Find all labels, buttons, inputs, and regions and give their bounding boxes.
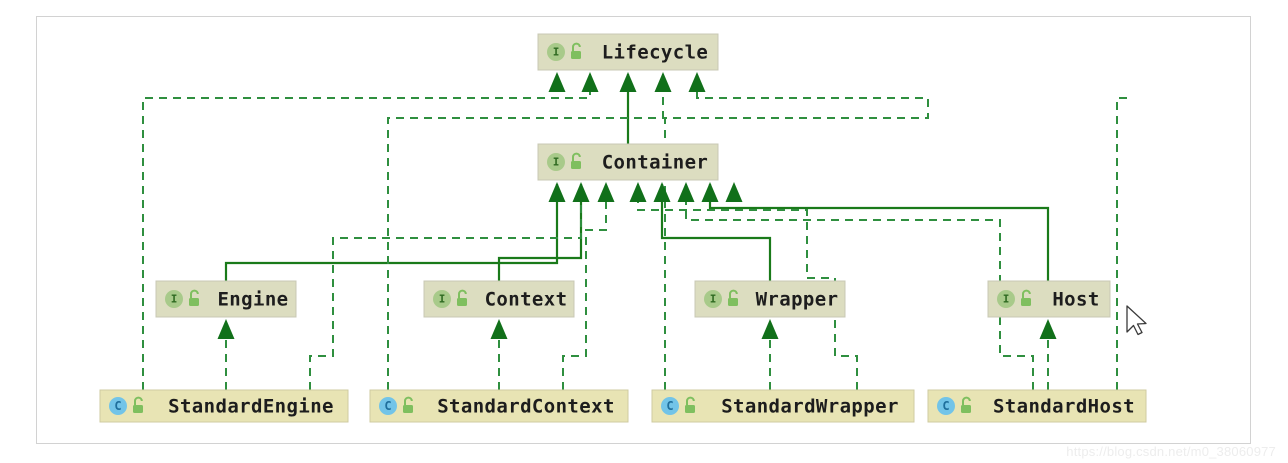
generalization-arrowhead bbox=[217, 319, 235, 339]
unlocked-padlock-icon bbox=[961, 396, 971, 413]
node-standardcontext[interactable]: C StandardContext bbox=[369, 389, 629, 423]
class-badge-icon bbox=[937, 397, 955, 415]
node-context[interactable]: I Context bbox=[423, 280, 575, 318]
unlocked-padlock-icon bbox=[133, 396, 143, 413]
generalization-arrowhead bbox=[654, 72, 672, 92]
edge-standardengine-to-lifecycle bbox=[142, 74, 591, 390]
node-engine[interactable]: I Engine bbox=[155, 280, 297, 318]
unlocked-padlock-icon bbox=[403, 396, 413, 413]
node-wrapper[interactable]: I Wrapper bbox=[694, 280, 846, 318]
node-box bbox=[537, 143, 719, 181]
edge-standardwrapper-to-lifecycle bbox=[664, 74, 929, 390]
interface-badge-icon bbox=[704, 290, 722, 308]
badge-letter: I bbox=[553, 46, 560, 59]
node-label: Wrapper bbox=[756, 289, 839, 311]
edge-standardcontext-to-lifecycle bbox=[387, 74, 664, 390]
node-label: Context bbox=[485, 289, 568, 311]
edge-wrapper-to-container bbox=[660, 184, 772, 281]
interface-badge-icon bbox=[433, 290, 451, 308]
unlocked-padlock-icon bbox=[728, 289, 738, 306]
unlocked-padlock-icon bbox=[571, 42, 581, 59]
generalization-arrowhead bbox=[490, 319, 508, 339]
edge-context-to-container bbox=[497, 184, 583, 281]
badge-letter: I bbox=[553, 156, 560, 169]
badge-letter: C bbox=[114, 399, 121, 413]
watermark-text: https://blog.csdn.net/m0_38060977 bbox=[1066, 444, 1276, 459]
edge-engine-to-container bbox=[224, 184, 559, 281]
interface-badge-icon bbox=[997, 290, 1015, 308]
node-label: Engine bbox=[217, 289, 288, 311]
generalization-arrowhead bbox=[725, 182, 743, 202]
node-label: StandardContext bbox=[437, 396, 615, 418]
generalization-arrowhead bbox=[548, 182, 566, 202]
node-label: Container bbox=[602, 152, 709, 174]
badge-letter: I bbox=[1003, 293, 1010, 306]
generalization-arrowhead bbox=[761, 319, 779, 339]
interface-arrowheads bbox=[217, 319, 1057, 339]
node-label: StandardEngine bbox=[168, 396, 334, 418]
generalization-arrowhead bbox=[1039, 319, 1057, 339]
node-label: Host bbox=[1052, 289, 1099, 311]
edge-host-to-container bbox=[708, 184, 1050, 281]
unlocked-padlock-icon bbox=[685, 396, 695, 413]
node-label: StandardWrapper bbox=[721, 396, 899, 418]
interface-badge-icon bbox=[165, 290, 183, 308]
class-badge-icon bbox=[661, 397, 679, 415]
edge-standardhost-to-lifecycle bbox=[1116, 97, 1127, 390]
unlocked-padlock-icon bbox=[189, 289, 199, 306]
node-box bbox=[369, 389, 629, 423]
badge-letter: I bbox=[439, 293, 446, 306]
generalization-arrowhead bbox=[688, 72, 706, 92]
node-box bbox=[651, 389, 915, 423]
edge-standardengine-to-container bbox=[309, 184, 582, 390]
badge-letter: I bbox=[171, 293, 178, 306]
badge-letter: C bbox=[666, 399, 673, 413]
edge-standardcontext-to-container bbox=[562, 184, 607, 390]
edge-standardwrapper-to-container bbox=[637, 184, 858, 390]
node-container[interactable]: I Container bbox=[537, 143, 719, 181]
class-badge-icon bbox=[109, 397, 127, 415]
node-label: Lifecycle bbox=[602, 42, 709, 64]
node-label: StandardHost bbox=[993, 396, 1135, 418]
node-box bbox=[537, 33, 719, 71]
generalization-arrowhead bbox=[581, 72, 599, 92]
edge-standardhost-to-container bbox=[685, 184, 1034, 390]
unlocked-padlock-icon bbox=[457, 289, 467, 306]
relationship-edges bbox=[142, 74, 1127, 390]
generalization-arrowhead bbox=[619, 72, 637, 92]
generalization-arrowhead bbox=[548, 72, 566, 92]
container-arrowheads bbox=[548, 182, 743, 202]
badge-letter: C bbox=[384, 399, 391, 413]
node-standardengine[interactable]: C StandardEngine bbox=[99, 389, 349, 423]
lifecycle-arrowheads bbox=[548, 72, 706, 92]
generalization-arrowhead bbox=[677, 182, 695, 202]
node-lifecycle[interactable]: I Lifecycle bbox=[537, 33, 719, 71]
node-standardwrapper[interactable]: C StandardWrapper bbox=[651, 389, 915, 423]
node-standardhost[interactable]: C StandardHost bbox=[927, 389, 1147, 423]
generalization-arrowhead bbox=[572, 182, 590, 202]
badge-letter: C bbox=[942, 399, 949, 413]
class-badge-icon bbox=[379, 397, 397, 415]
interface-badge-icon bbox=[547, 153, 565, 171]
node-host[interactable]: I Host bbox=[987, 280, 1111, 318]
generalization-arrowhead bbox=[597, 182, 615, 202]
generalization-arrowhead bbox=[653, 182, 671, 202]
generalization-arrowhead bbox=[629, 182, 647, 202]
badge-letter: I bbox=[710, 293, 717, 306]
unlocked-padlock-icon bbox=[571, 152, 581, 169]
unlocked-padlock-icon bbox=[1021, 289, 1031, 306]
generalization-arrowhead bbox=[701, 182, 719, 202]
interface-badge-icon bbox=[547, 43, 565, 61]
